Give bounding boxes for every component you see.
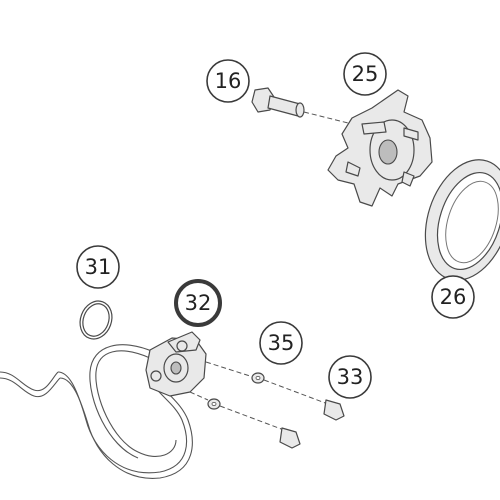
callout-32-highlight-ring xyxy=(174,279,222,327)
callout-25-label: 25 xyxy=(352,62,379,86)
callout-32: 32 xyxy=(174,279,222,327)
callout-16-label: 16 xyxy=(215,69,242,93)
callout-33: 33 xyxy=(328,355,372,399)
part-33-screws xyxy=(219,379,345,449)
callout-32-label: 32 xyxy=(185,291,212,315)
part-35-washers xyxy=(189,361,265,410)
part-16-bolt xyxy=(251,87,353,125)
callout-31-label: 31 xyxy=(85,255,112,279)
part-32-sensor-cable xyxy=(0,331,207,479)
part-25-impeller-housing xyxy=(327,89,433,207)
callout-33-label: 33 xyxy=(337,365,364,389)
callout-35-label: 35 xyxy=(268,331,295,355)
part-26-seal-ring xyxy=(424,159,500,281)
part-31-o-ring xyxy=(79,300,113,340)
callout-31: 31 xyxy=(76,245,120,289)
callout-16: 16 xyxy=(206,59,250,103)
callout-26-label: 26 xyxy=(440,285,467,309)
callout-25: 25 xyxy=(343,52,387,96)
callout-35: 35 xyxy=(259,321,303,365)
callout-26: 26 xyxy=(431,275,475,319)
